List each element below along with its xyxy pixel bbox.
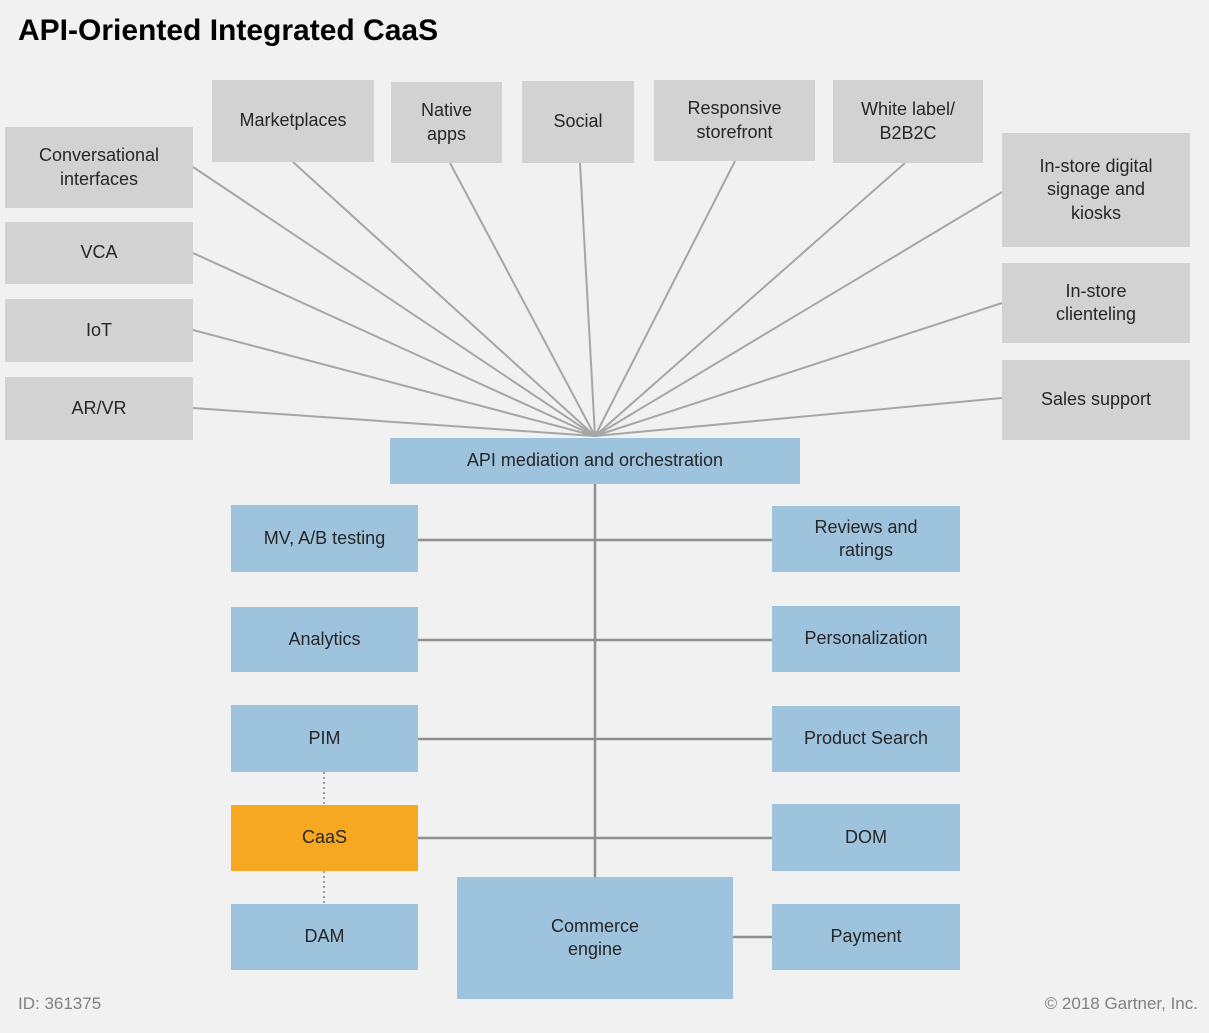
channel-box-in-store-clienteling: In-store clienteling <box>1002 263 1190 343</box>
service-box-payment: Payment <box>772 904 960 970</box>
channel-box-iot: IoT <box>5 299 193 362</box>
channel-box-marketplaces: Marketplaces <box>212 80 374 162</box>
service-box-dam: DAM <box>231 904 418 970</box>
service-box-pim: PIM <box>231 705 418 772</box>
channel-box-responsive-storefront: Responsive storefront <box>654 80 815 161</box>
line-conversational-interfaces <box>192 166 596 437</box>
line-native-apps <box>449 162 596 437</box>
service-box-commerce-engine: Commerce engine <box>457 877 733 999</box>
line-white-label <box>594 162 906 437</box>
document-id: ID: 361375 <box>18 994 102 1013</box>
channel-box-ar-vr: AR/VR <box>5 377 193 440</box>
line-in-store-clienteling <box>594 302 1003 437</box>
line-vca <box>192 252 596 437</box>
line-marketplaces <box>292 161 596 437</box>
channel-box-conversational-interfaces: Conversational interfaces <box>5 127 193 208</box>
copyright-notice: © 2018 Gartner, Inc. <box>1044 994 1198 1013</box>
line-sales-support <box>594 397 1003 437</box>
channel-box-white-label-b2b2c: White label/ B2B2C <box>833 80 983 163</box>
channel-box-social: Social <box>522 81 634 163</box>
service-box-dom: DOM <box>772 804 960 871</box>
service-bus-group <box>418 483 772 939</box>
highlight-box-caas: CaaS <box>231 805 418 871</box>
channel-box-sales-support: Sales support <box>1002 360 1190 440</box>
service-box-personalization: Personalization <box>772 606 960 672</box>
service-box-api-mediation: API mediation and orchestration <box>390 438 800 484</box>
service-box-reviews-ratings: Reviews and ratings <box>772 506 960 572</box>
line-iot <box>192 329 596 437</box>
line-social <box>579 162 596 437</box>
page-title: API-Oriented Integrated CaaS <box>18 14 439 47</box>
line-in-store-signage <box>594 191 1003 437</box>
channel-box-native-apps: Native apps <box>391 82 502 163</box>
channel-box-vca: VCA <box>5 222 193 284</box>
service-box-product-search: Product Search <box>772 706 960 772</box>
channel-box-in-store-signage: In-store digital signage and kiosks <box>1002 133 1190 247</box>
channel-connector-group <box>192 160 1003 437</box>
line-ar-vr <box>192 407 596 437</box>
service-box-mv-ab-testing: MV, A/B testing <box>231 505 418 572</box>
line-responsive-storefront <box>594 160 736 437</box>
service-box-analytics: Analytics <box>231 607 418 672</box>
